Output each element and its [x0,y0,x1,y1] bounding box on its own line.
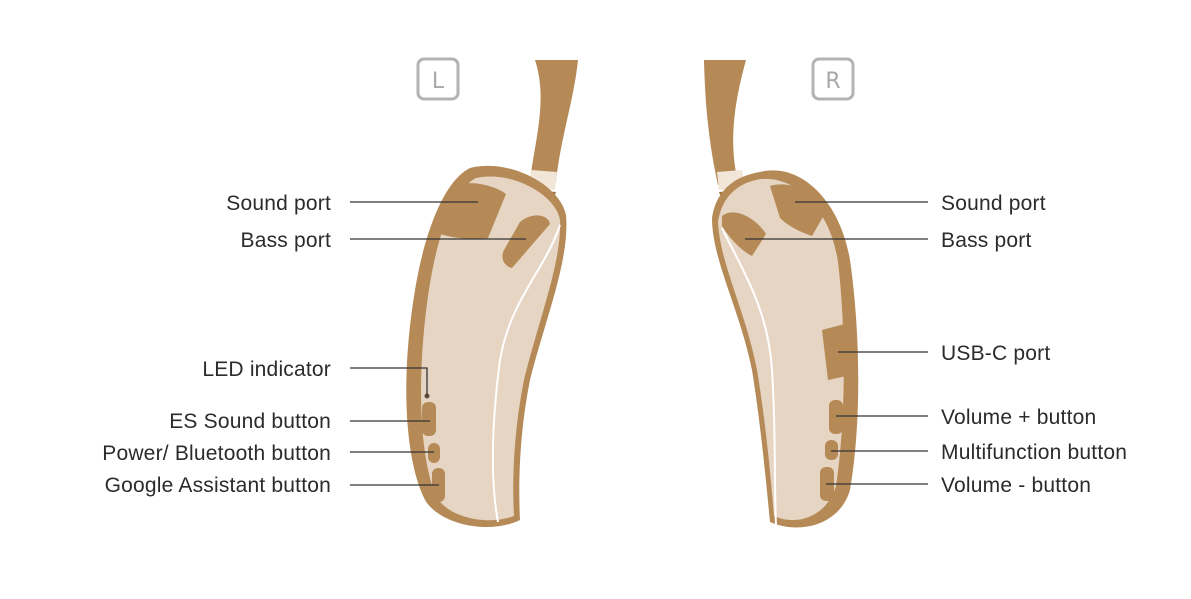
label-left-sound-port: Sound port [226,192,331,215]
label-left-power-bluetooth-button: Power/ Bluetooth button [102,442,331,465]
left-power-btn [428,443,440,463]
label-right-bass-port: Bass port [941,229,1032,252]
right-volume-plus-btn [829,400,843,434]
left-cable [530,60,578,182]
label-right-sound-port: Sound port [941,192,1046,215]
label-right-volume-plus-button: Volume + button [941,406,1096,429]
label-left-bass-port: Bass port [240,229,331,252]
leader-left-led [350,367,428,394]
label-left-google-assistant-button: Google Assistant button [105,474,331,497]
badge-left: L [416,57,460,101]
label-right-usb-c-port: USB-C port [941,342,1050,365]
left-shell-body [421,176,561,521]
left-sound-port [440,183,506,239]
label-left-es-sound-button: ES Sound button [169,410,331,433]
right-earpiece [704,60,859,528]
right-cable [704,60,746,185]
badge-right-text: R [825,69,840,94]
right-usb-c-port [822,322,856,380]
badge-right: R [811,57,855,101]
right-sound-port [770,184,828,236]
label-right-multifunction-button: Multifunction button [941,441,1127,464]
label-right-volume-minus-button: Volume - button [941,474,1091,497]
right-multifunction-btn [825,440,838,460]
right-bass-port [722,212,766,256]
badge-left-text: L [432,69,445,94]
left-led-dot [424,393,430,399]
right-shell-body [718,178,844,521]
label-left-led-indicator: LED indicator [202,358,331,381]
left-earpiece [406,60,578,528]
left-bass-port [502,215,550,268]
left-es-sound-btn [422,402,436,436]
